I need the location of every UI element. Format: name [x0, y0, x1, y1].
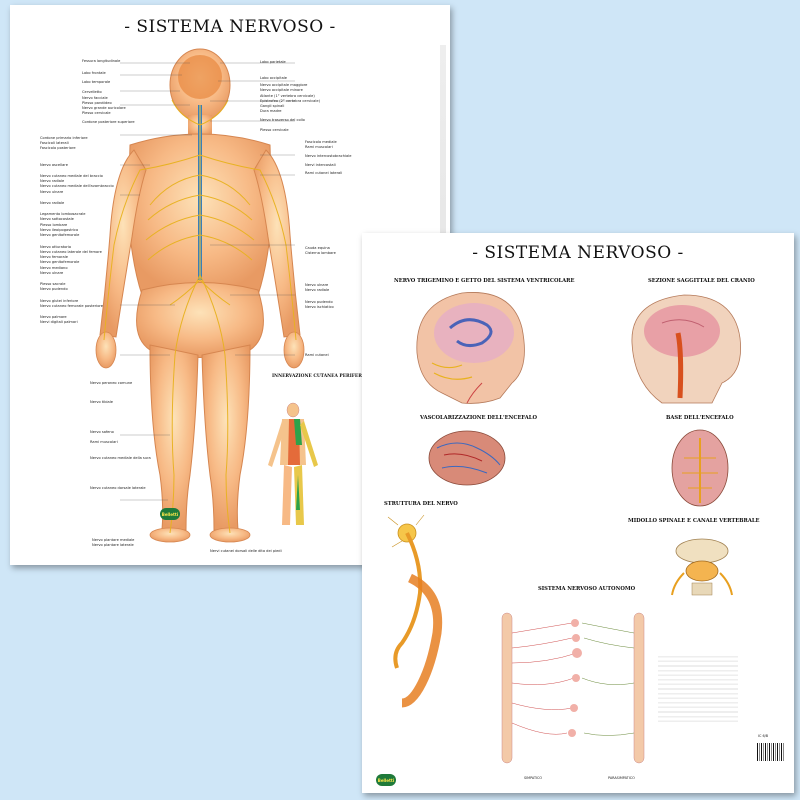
label-otturatorio: Nervo otturatorio: [40, 245, 72, 249]
brain-base-illustration: [671, 429, 729, 507]
label-plesso-sacrale: Plesso sacrale: [40, 282, 66, 286]
label-intercostobrachiale: Nervo intercostobrachiale: [305, 154, 352, 158]
label-nervo-ulnare: Nervo ulnare: [40, 190, 64, 194]
label-simpatico: SIMPATICO: [524, 776, 543, 780]
label-genitofemorale-2: Nervo genitofemorale: [40, 260, 80, 264]
label-fascicolo-post: Fascicolo posteriore: [40, 146, 76, 150]
label-rami-cutanei: Rami cutanei: [305, 353, 329, 357]
label-trasverso-collo: Nervo trasverso del collo: [260, 118, 305, 122]
label-plesso-cerv-r: Plesso cervicale: [260, 128, 289, 132]
poster-back-title: - SISTEMA NERVOSO -: [124, 17, 336, 37]
label-plantare-mediale: Nervo plantare mediale: [92, 538, 135, 542]
poster-front-title: - SISTEMA NERVOSO -: [472, 243, 684, 263]
label-sottocostale: Nervo sottocostale: [40, 217, 74, 221]
inset-title: INNERVAZIONE CUTANEA PERIFERICA: [272, 374, 371, 379]
label-lobo-frontale: Lobo frontale: [82, 71, 106, 75]
label-plesso-parotideo: Plesso parotideo: [82, 101, 112, 105]
belletti-logo-front: Belletti: [376, 774, 396, 786]
label-ileoipogastrico: Nervo ileoipogastrico: [40, 228, 79, 232]
label-lobo-parietale: Lobo parietale: [260, 60, 286, 64]
label-lobo-occipitale: Lobo occipitale: [260, 76, 288, 80]
label-fessura: Fessura longitudinale: [82, 59, 121, 63]
section-base: BASE DELL'ENCEFALO: [666, 415, 734, 421]
label-dura-madre: Dura madre: [260, 109, 282, 113]
autonomic-legend: [658, 653, 738, 723]
label-femorale-post: Nervo cutaneo femorale posteriore: [40, 304, 104, 308]
label-cutanei-laterali: Rami cutanei laterali: [305, 171, 343, 175]
label-cutaneo-femore: Nervo cutaneo laterale del femore: [40, 250, 102, 254]
label-nervo-ascellare: Nervo ascellare: [40, 163, 68, 167]
dermatome-inset: [268, 402, 318, 525]
poster-front: - SISTEMA NERVOSO - NERVO TRIGEMINO E GE…: [362, 233, 794, 793]
label-glutei-inf: Nervo glutei inferiore: [40, 299, 79, 303]
label-nervo-radiale: Nervo radiale: [40, 179, 65, 183]
label-legamento: Legamento lombosacrale: [40, 212, 86, 216]
label-lobo-temporale: Lobo temporale: [82, 80, 111, 84]
label-plesso-lombare: Plesso lombare: [40, 223, 68, 227]
label-cordone-sup: Cordone posteriore superiore: [82, 120, 135, 124]
label-cutaneo-sura: Nervo cutaneo mediale della sura: [90, 456, 151, 460]
label-radiale-r: Nervo radiale: [305, 288, 330, 292]
label-plantare-laterale: Nervo plantare laterale: [92, 543, 134, 547]
label-occipitale-min: Nervo occipitale minore: [260, 88, 303, 92]
label-grande-auricolare: Nervo grande auricolare: [82, 106, 126, 110]
nerve-structure-illustration: [387, 514, 443, 708]
label-digitali-palmari: Nervi digitali palmari: [40, 320, 78, 324]
label-cauda-equina: Cauda equina: [305, 246, 330, 250]
section-autonomic: SISTEMA NERVOSO AUTONOMO: [538, 586, 636, 592]
section-nerve-structure: STRUTTURA DEL NERVO: [384, 501, 458, 507]
label-tibiale: Nervo tibiale: [90, 400, 113, 404]
section-spinal: MIDOLLO SPINALE E CANALE VERTEBRALE: [628, 518, 760, 524]
label-rami-muscolari: Rami muscolari: [90, 440, 118, 444]
label-gangli-spinali: Gangli spinali: [260, 104, 285, 108]
spinal-canal-illustration: [671, 538, 733, 596]
section-vascular: VASCOLARIZZAZIONE DELL'ENCEFALO: [420, 415, 537, 421]
label-ischiatico: Nervo ischiatico: [305, 305, 334, 309]
label-parasimpatico: PARASIMPATICO: [608, 776, 635, 780]
label-nervo-mediano: Nervo mediano: [40, 266, 68, 270]
product-code: IC 6/B: [758, 734, 769, 738]
label-nervo-ulnare-2: Nervo ulnare: [40, 271, 64, 275]
autonomic-system-illustration: [501, 612, 645, 764]
label-nervo-facciale: Nervo facciale: [82, 96, 108, 100]
label-nervo-pudendo: Nervo pudendo: [40, 287, 68, 291]
label-fascicoli-laterali: Fascicoli laterali: [40, 141, 69, 145]
label-epistrofeo: Epistrofeo (2° vertebra cervicale): [260, 99, 320, 103]
label-plesso-cervicale: Plesso cervicale: [82, 111, 111, 115]
label-rami-muscolari-r: Rami muscolari: [305, 145, 333, 149]
label-nervo-palmare: Nervo palmare: [40, 315, 67, 319]
sagittal-section-illustration: [631, 294, 741, 404]
label-genitofemorale: Nervo genitofemorale: [40, 233, 80, 237]
label-pudendo-r: Nervo pudendo: [305, 300, 333, 304]
label-cordone-inf: Cordone primario inferiore: [40, 136, 88, 140]
label-cutaneo-dorsale: Nervo cutaneo dorsale laterale: [90, 486, 146, 490]
section-trigeminal: NERVO TRIGEMINO E GETTO DEL SISTEMA VENT…: [394, 278, 575, 284]
barcode: [757, 743, 785, 761]
vascular-brain-illustration: [428, 430, 506, 486]
label-cutaneo-braccio: Nervo cutaneo mediale del braccio: [40, 174, 103, 178]
label-occipitale-magg: Nervo occipitale maggiore: [260, 83, 308, 87]
label-dorsali-dita: Nervi cutanei dorsali delle dita dei pie…: [210, 549, 282, 553]
label-cisterna-lombare: Cisterna lombare: [305, 251, 336, 255]
front-illustrations: [387, 292, 741, 764]
label-atlante: Atlante (1° vertebra cervicale): [260, 94, 315, 98]
label-fascicolo-mediale: Fascicolo mediale: [305, 140, 337, 144]
belletti-logo-back: Belletti: [160, 508, 180, 520]
label-nervo-radiale-2: Nervo radiale: [40, 201, 65, 205]
body-nerve-illustration: [95, 48, 318, 543]
section-sagittal: SEZIONE SAGGITTALE DEL CRANIO: [648, 278, 755, 284]
trigeminal-head-illustration: [416, 292, 525, 404]
label-peroneo: Nervo peroneo comune: [90, 381, 133, 385]
label-nervo-femorale: Nervo femorale: [40, 255, 68, 259]
label-cutaneo-avambraccio: Nervo cutaneo mediale dell'avambraccio: [40, 184, 114, 188]
label-safeno: Nervo safeno: [90, 430, 114, 434]
label-cervelletto: Cervelletto: [82, 90, 102, 94]
label-intercostali: Nervi intercostali: [305, 163, 336, 167]
label-ulnare-r: Nervo ulnare: [305, 283, 329, 287]
